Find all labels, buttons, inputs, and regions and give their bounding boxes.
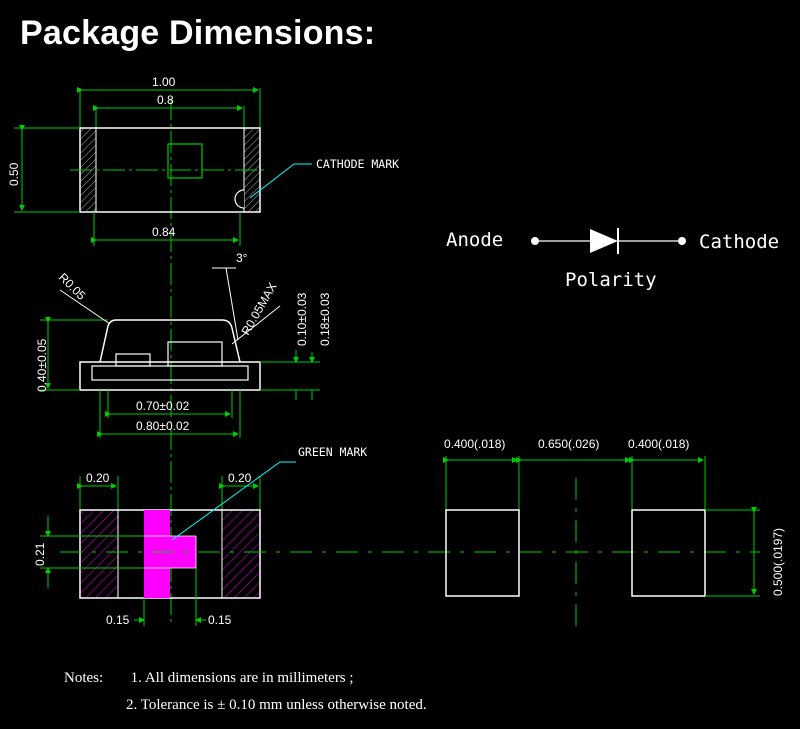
side-view: 0.40±0.05 R0.05 R0.05MAX 3° 0.10±0.03 0.… [35,251,332,438]
notes-line-1: Notes: 1. All dimensions are in millimet… [64,670,354,687]
cathode-label: Cathode [699,231,779,253]
cathode-terminal [678,237,686,245]
dim-bottom-height: 0.21 [33,542,47,566]
cathode-mark-label: CATHODE MARK [316,157,399,171]
dim-pad-left: 0.20 [86,471,110,485]
dim-top-height: 0.50 [7,162,21,186]
dim-fp-height: 0.500(.0197) [771,528,785,596]
footprint-pad-right [631,509,706,597]
dim-mark-left: 0.15 [106,613,130,627]
dim-bottom-width: 0.84 [152,225,176,239]
polarity-symbol: Anode Cathode Polarity [446,228,779,291]
dim-lead-018: 0.18±0.03 [318,292,332,346]
cathode-notch [234,189,245,209]
diode-triangle-icon [590,229,618,253]
bottom-view: 0.20 0.20 0.21 0.15 0.15 GREEN MARK [33,445,367,627]
footprint-pad-left [445,509,520,597]
top-view: 1.00 0.8 0.50 0.84 CATHODE MARK [7,75,399,246]
side-view-body [99,319,241,363]
dim-overall-width: 1.00 [152,75,176,89]
pad-right-hatch [222,511,259,597]
dim-lead-010: 0.10±0.03 [295,292,309,346]
footprint: 0.400(.018) 0.650(.026) 0.400(.018) 0.50… [443,437,785,628]
note-1: 1. All dimensions are in millimeters ; [130,670,354,686]
dim-mark-right: 0.15 [208,613,232,627]
note-2: 2. Tolerance is ± 0.10 mm unless otherwi… [126,697,427,713]
pad-left-hatch [81,511,118,597]
dim-side-outer: 0.80±0.02 [136,419,190,433]
polarity-label: Polarity [565,269,657,291]
dim-side-height: 0.40±0.05 [35,338,49,392]
dim-side-inner: 0.70±0.02 [136,399,190,413]
radius-right-max: R0.05MAX [238,280,279,337]
notes-heading: Notes: [64,670,104,686]
top-view-die [167,143,203,179]
angle-label: 3° [236,251,248,265]
anode-label: Anode [446,229,503,251]
green-mark-label: GREEN MARK [298,445,367,459]
dim-inner-width: 0.8 [157,93,174,107]
green-mark-leader [171,461,296,541]
dim-fp-gap: 0.650(.026) [538,437,599,451]
cathode-mark-leader [249,163,312,199]
side-view-base [79,361,261,391]
page-title: Package Dimensions: [20,14,376,52]
dim-fp-right: 0.400(.018) [628,437,689,451]
dim-fp-left: 0.400(.018) [444,437,505,451]
notes-line-2: 2. Tolerance is ± 0.10 mm unless otherwi… [126,697,427,714]
dim-pad-right: 0.20 [228,471,252,485]
